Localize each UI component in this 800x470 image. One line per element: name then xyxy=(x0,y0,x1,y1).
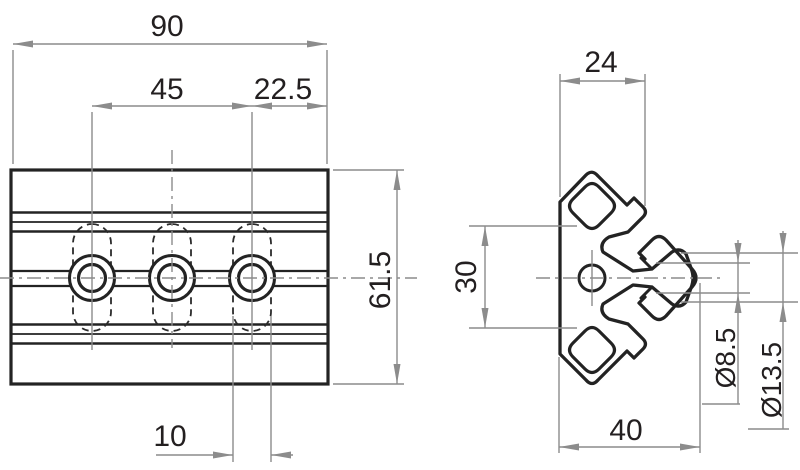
dim-dia-13-5-label: Ø13.5 xyxy=(756,342,787,418)
dim-61-5-label: 61.5 xyxy=(364,251,397,309)
front-dimension-lines xyxy=(13,40,401,459)
profile-outer-contour xyxy=(558,170,695,386)
profile-tslot-block xyxy=(637,234,698,322)
profile-extension-lines xyxy=(469,74,798,453)
profile-bottom-tube-cavity xyxy=(567,325,617,375)
front-view: 90 45 22.5 61.5 10 xyxy=(0,10,417,462)
dim-40-label: 40 xyxy=(609,414,642,447)
dim-dia-8-5-label: Ø8.5 xyxy=(710,328,741,389)
dim-10-label: 10 xyxy=(153,420,186,453)
dim-90-label: 90 xyxy=(150,10,183,43)
profile-tslot-lip-top xyxy=(639,256,654,271)
dim-24-label: 24 xyxy=(584,46,617,79)
dim-45-label: 45 xyxy=(150,73,183,106)
front-extension-lines xyxy=(12,50,404,462)
profile-top-tube-cavity xyxy=(567,181,617,231)
front-groove-lines xyxy=(9,211,330,345)
profile-dimension-lines xyxy=(481,77,789,451)
profile-view: 24 30 40 Ø8.5 Ø13.5 xyxy=(450,46,798,453)
dim-22-5-label: 22.5 xyxy=(254,73,312,106)
dim-30-label: 30 xyxy=(450,260,483,293)
profile-tslot-lip-bottom xyxy=(639,285,654,300)
